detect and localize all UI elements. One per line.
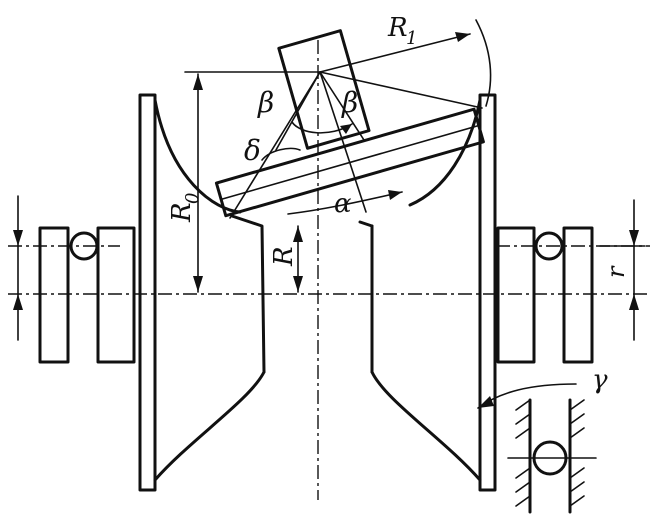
- r-arrow-bottom: [293, 276, 303, 292]
- line-to-right-inner: [319, 71, 365, 141]
- gamma-arrow: [478, 396, 494, 408]
- hatch-5: [515, 481, 531, 493]
- r-dimension: R: [269, 225, 303, 293]
- hub-right-top: [358, 220, 374, 228]
- left-offset-arrow-bottom: [13, 294, 23, 310]
- beta-left-label: β: [257, 86, 274, 119]
- hatch-10: [569, 467, 585, 479]
- hub-left-edge: [230, 214, 266, 374]
- lower-curve-left: [153, 370, 266, 482]
- beta-arc-arrow: [340, 124, 352, 134]
- bearing-left: [38, 226, 136, 364]
- r-label: R: [269, 246, 299, 267]
- lower-curve-right: [370, 370, 482, 482]
- small-r-dimension: r: [599, 199, 646, 341]
- hatch-6: [515, 495, 531, 507]
- roller-body: [138, 93, 497, 492]
- tilted-block: [277, 29, 371, 150]
- angle-annotations: β β δ α: [244, 86, 403, 219]
- hatch-8: [569, 413, 585, 425]
- delta-label: δ: [244, 134, 261, 167]
- alpha-label: α: [334, 189, 352, 219]
- r0-dimension: R 0: [167, 71, 321, 293]
- right-flange: [478, 93, 497, 492]
- hatch-9: [569, 427, 585, 439]
- bearing-left-inner-race: [96, 226, 136, 364]
- r1-arc: [475, 19, 492, 107]
- r1-arrowhead: [455, 32, 470, 42]
- small-r-arrow-bottom: [629, 294, 639, 310]
- left-offset-arrow-top: [13, 230, 23, 246]
- beta-right-label: β: [341, 86, 358, 119]
- hatch-3: [515, 427, 531, 439]
- upper-groove-left: [153, 98, 242, 214]
- bearing-left-outer-race: [38, 226, 70, 364]
- r1-label-sub: 1: [406, 28, 417, 49]
- hatch-4: [515, 467, 531, 479]
- left-offset-dimension: [13, 195, 23, 341]
- hatch-12: [569, 495, 585, 507]
- bearing-right-inner-race: [496, 226, 536, 364]
- bearing-right-outer-race: [562, 226, 594, 364]
- r1-label: R: [387, 13, 408, 43]
- line-to-right-contact: [319, 71, 483, 109]
- hatch-2: [515, 413, 531, 425]
- r-arrow-top: [293, 226, 303, 242]
- r0-arrow-bottom: [193, 276, 203, 292]
- r1-leader-line: [319, 33, 471, 73]
- detail-view: γ: [477, 365, 608, 514]
- line-to-bottom-contact: [319, 71, 367, 213]
- line-to-left-contact: [229, 71, 321, 219]
- line-to-left-inner: [275, 71, 321, 151]
- small-r-arrow-top: [629, 230, 639, 246]
- r0-label-sub: 0: [182, 193, 203, 204]
- hatch-11: [569, 481, 585, 493]
- hatch-1: [515, 399, 531, 411]
- gamma-label: γ: [592, 365, 608, 395]
- left-flange: [138, 93, 157, 492]
- alpha-arrow: [388, 190, 402, 200]
- small-r-label: r: [602, 265, 630, 278]
- bearing-right: [496, 226, 594, 364]
- alpha-arc: [287, 191, 403, 215]
- bearing-left-ball: [69, 231, 99, 261]
- r0-arrow-top: [193, 74, 203, 90]
- bearing-right-ball: [534, 231, 564, 261]
- r1-dimension: R 1: [319, 13, 492, 107]
- r0-label: R: [167, 202, 197, 223]
- block-outline: [277, 29, 371, 150]
- hatch-7: [569, 399, 585, 411]
- delta-arc: [261, 147, 301, 161]
